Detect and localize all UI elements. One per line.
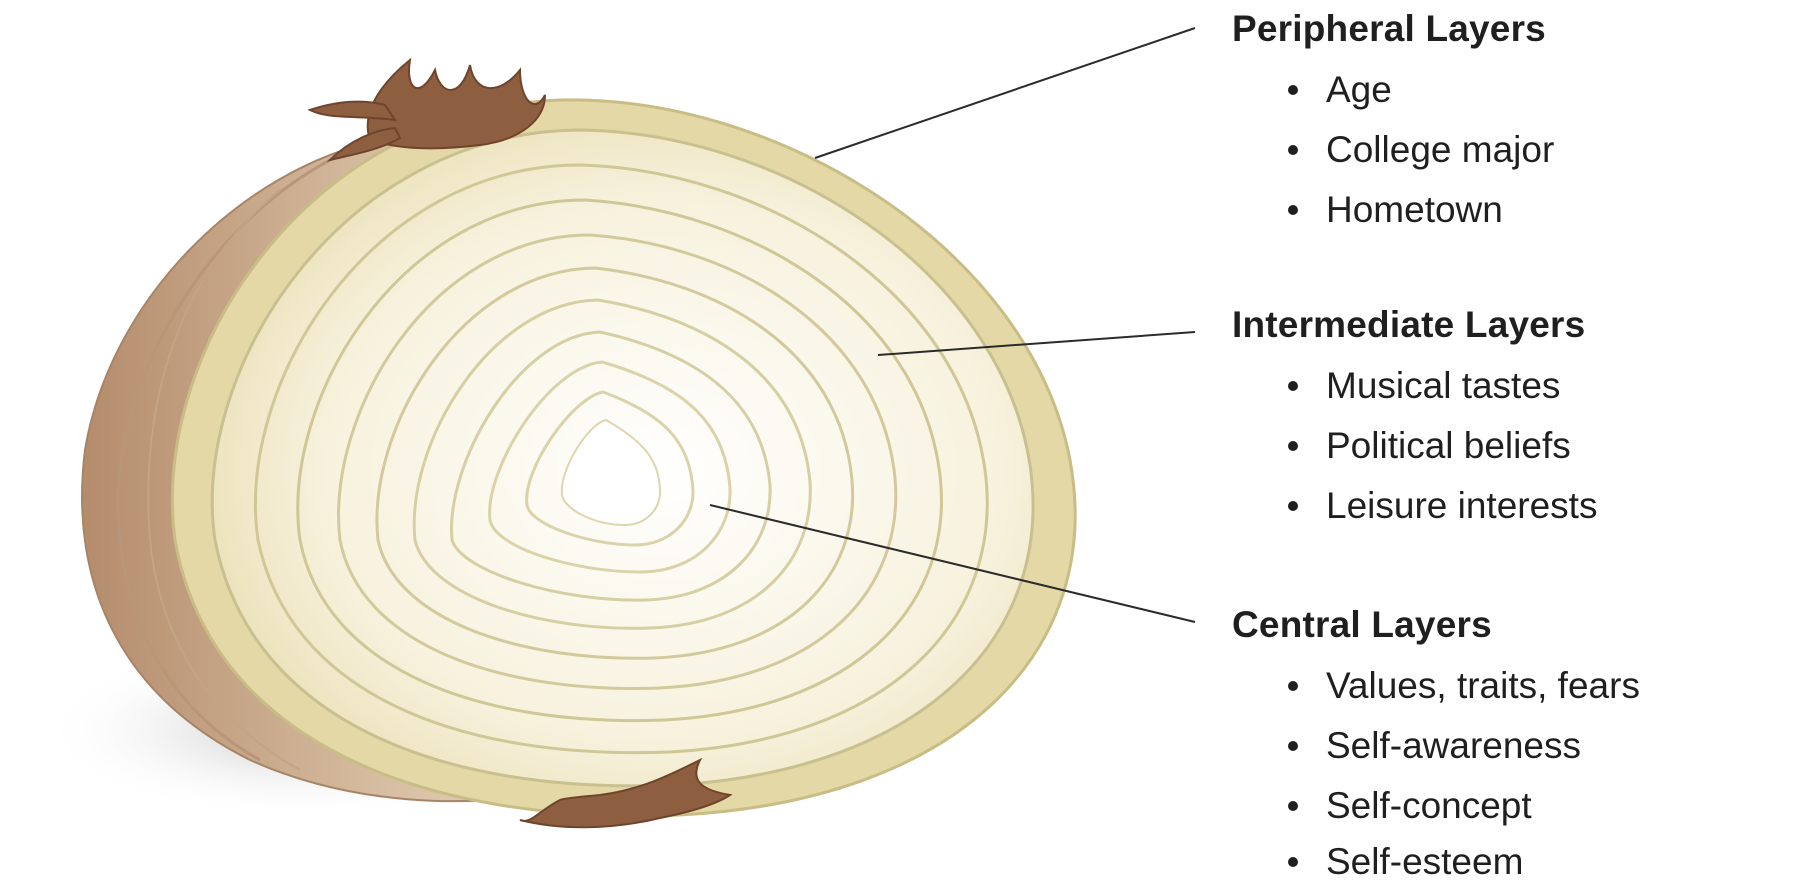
list-item: Leisure interests	[1288, 476, 1597, 536]
list-item: Musical tastes	[1288, 356, 1597, 416]
onion-cross-section	[172, 100, 1075, 816]
list-item: Age	[1288, 60, 1554, 120]
bullet-icon	[1288, 801, 1298, 811]
list-item-label: Age	[1326, 60, 1392, 120]
bullet-icon	[1288, 205, 1298, 215]
list-item-label: College major	[1326, 120, 1554, 180]
group-central: Central Layers Values, traits, fears Sel…	[1232, 604, 1640, 888]
group-intermediate: Intermediate Layers Musical tastes Polit…	[1232, 304, 1597, 536]
list-item: Self-concept	[1288, 776, 1640, 836]
list-item-label: Self-concept	[1326, 776, 1532, 836]
bullet-icon	[1288, 85, 1298, 95]
group-title: Intermediate Layers	[1232, 304, 1597, 346]
list-item-label: Political beliefs	[1326, 416, 1571, 476]
list-item: Self-esteem	[1288, 836, 1640, 888]
list-item-label: Leisure interests	[1326, 476, 1597, 536]
leader-line-peripheral	[815, 28, 1195, 158]
list-item: Self-awareness	[1288, 716, 1640, 776]
list-item: Political beliefs	[1288, 416, 1597, 476]
bullet-icon	[1288, 441, 1298, 451]
list-item-label: Musical tastes	[1326, 356, 1560, 416]
list-item-label: Self-esteem	[1326, 836, 1523, 888]
list-item-label: Self-awareness	[1326, 716, 1581, 776]
bullet-icon	[1288, 381, 1298, 391]
group-title: Peripheral Layers	[1232, 8, 1554, 50]
bullet-icon	[1288, 857, 1298, 867]
list-item-label: Values, traits, fears	[1326, 656, 1640, 716]
bullet-icon	[1288, 145, 1298, 155]
legend-panel: Peripheral Layers Age College major Home…	[1232, 0, 1802, 888]
group-title: Central Layers	[1232, 604, 1640, 646]
list-item: Values, traits, fears	[1288, 656, 1640, 716]
list-item: College major	[1288, 120, 1554, 180]
bullet-icon	[1288, 501, 1298, 511]
bullet-icon	[1288, 681, 1298, 691]
bullet-icon	[1288, 741, 1298, 751]
group-peripheral: Peripheral Layers Age College major Home…	[1232, 8, 1554, 240]
list-item-label: Hometown	[1326, 180, 1503, 240]
list-item: Hometown	[1288, 180, 1554, 240]
